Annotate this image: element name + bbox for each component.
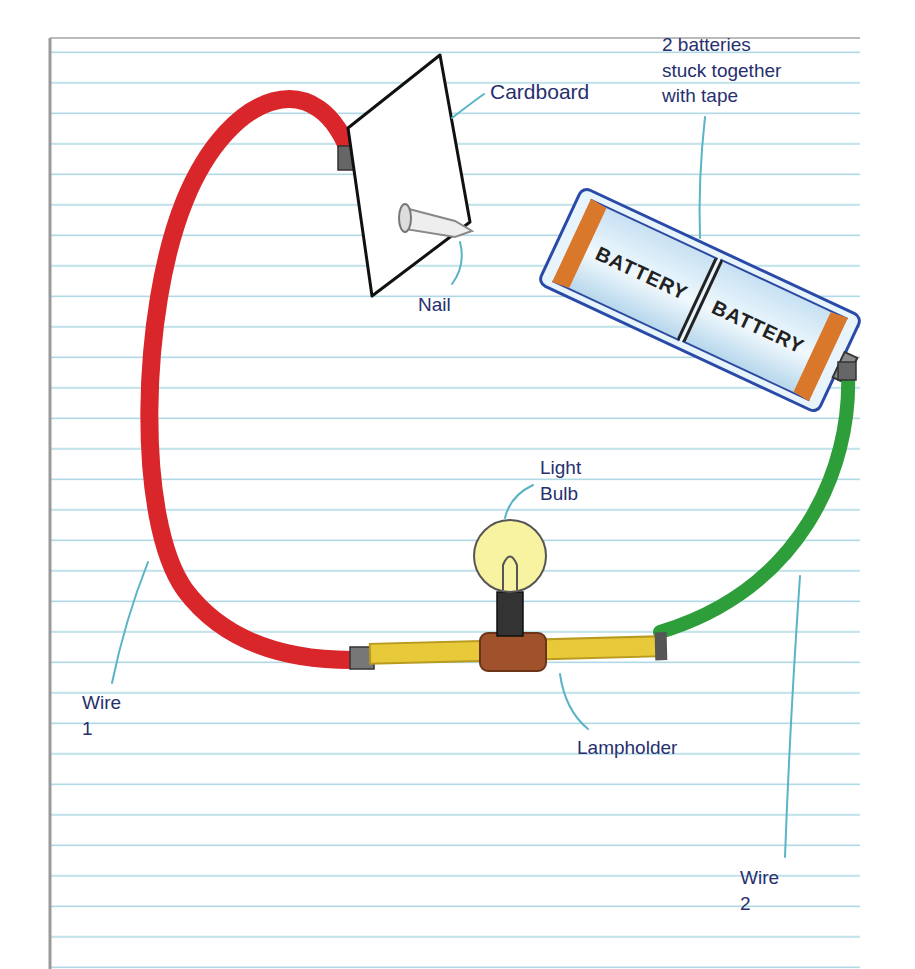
bulb-glass	[474, 520, 546, 592]
bulb-base	[497, 592, 523, 636]
paper-edge	[49, 38, 52, 969]
battery-terminal	[833, 352, 858, 383]
part-label: Cardboard	[490, 78, 589, 106]
leader-line	[452, 94, 484, 118]
wire-clip	[838, 362, 856, 380]
red-wire	[149, 99, 352, 660]
leader-line	[112, 562, 148, 683]
part-label: 2 batteries stuck together with tape	[662, 32, 792, 109]
wire-clip	[655, 632, 668, 660]
battery-text: BATTERY	[592, 242, 692, 305]
leader-line	[560, 674, 588, 729]
battery-pack	[538, 187, 874, 419]
part-label: Wire 2	[740, 865, 790, 916]
leader-line	[700, 117, 705, 238]
lamp-socket	[480, 633, 546, 671]
part-label: Lampholder	[577, 735, 677, 761]
leader-line	[785, 576, 800, 857]
leader-line	[505, 485, 533, 518]
part-label: Wire 1	[82, 690, 132, 741]
green-wire	[660, 372, 848, 632]
nail-head	[399, 204, 411, 232]
leader-line	[452, 242, 462, 284]
ruled-paper	[50, 40, 860, 969]
bulb-filament	[503, 557, 517, 591]
part-label: Nail	[418, 292, 451, 318]
cardboard-piece	[348, 55, 470, 296]
nail-shaft	[405, 208, 472, 237]
battery-text: BATTERY	[708, 295, 808, 358]
part-label: Light Bulb	[540, 455, 600, 506]
